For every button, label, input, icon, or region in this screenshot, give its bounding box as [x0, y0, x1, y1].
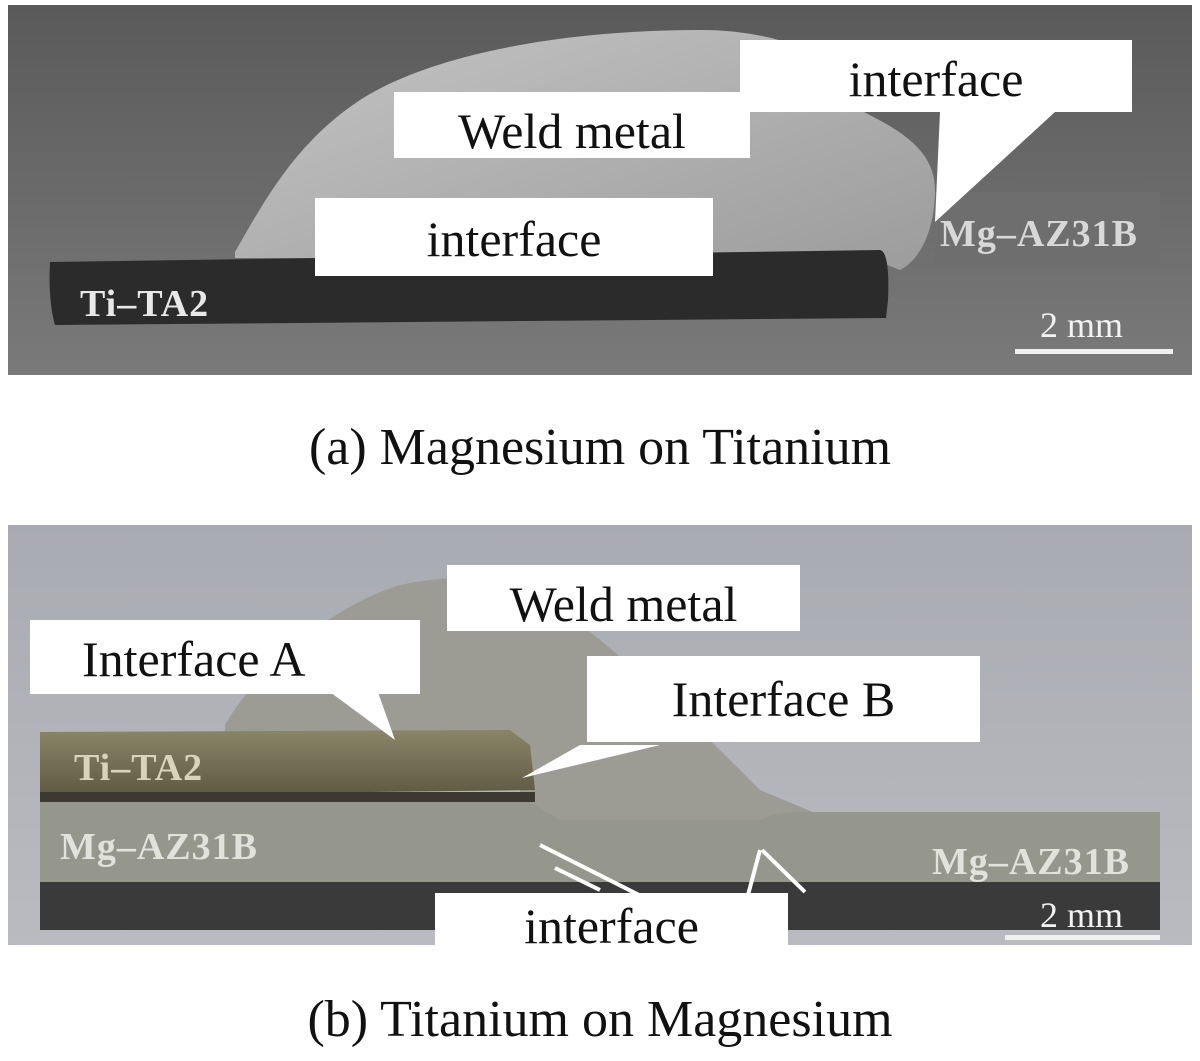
weld-metal-label: Weld metal	[394, 92, 750, 158]
interface-label-top: interface	[740, 40, 1132, 112]
interface-b-pointer	[522, 745, 660, 778]
interface-line-4	[760, 848, 807, 894]
interface-line-3	[746, 849, 762, 896]
scale-bar-line	[1005, 935, 1160, 940]
mg-plate	[40, 802, 1160, 885]
ti-label: Ti–TA2	[74, 747, 204, 789]
mg-label: Mg–AZ31B	[940, 213, 1138, 255]
interface-label-bottom: interface	[315, 198, 713, 276]
ti-label: Ti–TA2	[80, 283, 210, 325]
caption-a: (a) Magnesium on Titanium	[308, 419, 892, 476]
interface-a-label: Interface A	[30, 620, 420, 694]
interface-b-label: Interface B	[587, 656, 980, 742]
mg-label-right: Mg–AZ31B	[932, 841, 1130, 883]
scale-bar-line	[1015, 349, 1173, 354]
interface-line-2	[554, 866, 601, 892]
scale-bar-label: 2 mm	[1040, 305, 1124, 345]
mg-label-left: Mg–AZ31B	[60, 826, 258, 868]
panel-b-micrograph: Weld metal Interface A Interface B inter…	[0, 520, 1200, 951]
scale-bar-label: 2 mm	[1040, 895, 1124, 935]
ti-gap	[40, 792, 535, 802]
mg-plate	[935, 192, 1160, 264]
ti-plate	[40, 730, 535, 796]
panel-a-micrograph: Weld metal interface interface Ti–TA2 Mg…	[0, 0, 1200, 380]
weld-metal-label: Weld metal	[447, 565, 800, 631]
interface-line-1	[539, 843, 646, 900]
caption-b: (b) Titanium on Magnesium	[307, 991, 893, 1048]
interface-pointer	[935, 112, 1055, 222]
interface-label: interface	[435, 893, 788, 951]
